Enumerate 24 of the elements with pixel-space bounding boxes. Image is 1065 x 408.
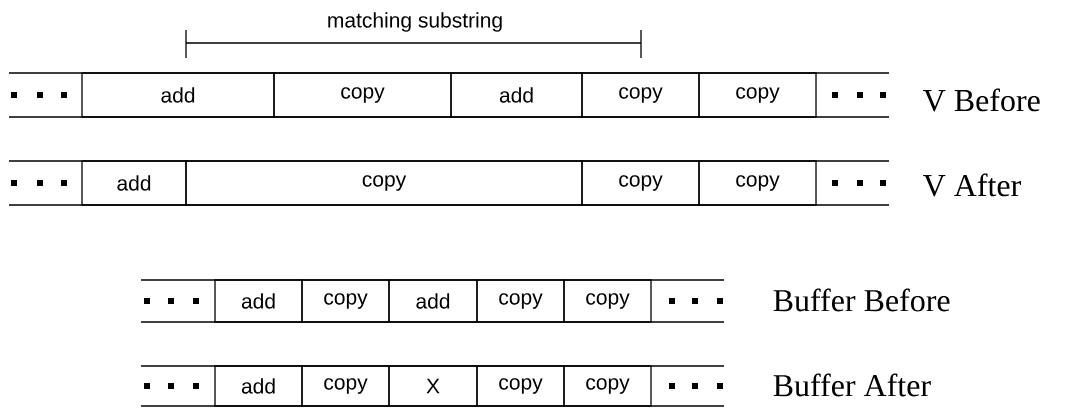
table-cell: copy [581,72,700,118]
table-cell: copy [476,365,565,407]
table-cell: add [214,365,303,407]
table-cell: copy [698,160,817,206]
row-label: V Before [923,88,1040,112]
table-cell: add [81,160,187,206]
row-label: Buffer Before [773,288,950,312]
table-cell: add [388,279,478,323]
dimension-label: matching substring [328,12,502,32]
table-cell: add [214,279,303,323]
table-cell: copy [301,279,390,323]
table-cell: copy [563,279,652,323]
row-label: V After [923,173,1021,197]
table-cell: copy [476,279,565,323]
table-cell: copy [698,72,817,118]
table-cell: copy [301,365,390,407]
row-label: Buffer After [773,373,931,397]
table-cell: copy [581,160,700,206]
table-cell: X [388,365,478,407]
table-cell: add [450,72,583,118]
table-cell: copy [273,72,452,118]
table-cell: copy [563,365,652,407]
table-cell: copy [185,160,583,206]
table-cell: add [81,72,275,118]
